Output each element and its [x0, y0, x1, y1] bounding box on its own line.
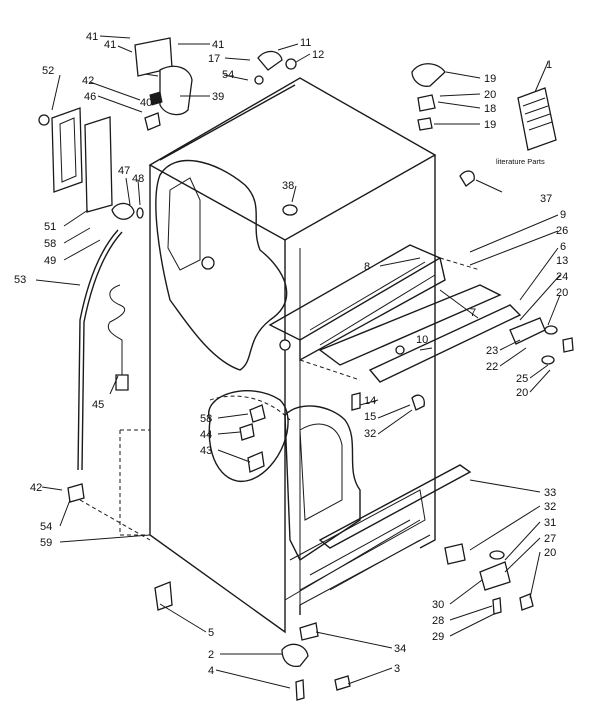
callout-30: 31 [544, 517, 556, 529]
cabinet-body [79, 77, 437, 634]
callout-10: 10 [416, 334, 428, 346]
callout-3: 3 [394, 663, 400, 675]
callout-20-d: 20 [544, 547, 556, 559]
callout-54: 58 [44, 238, 56, 250]
rail-assembly [268, 244, 522, 383]
leader-lines [35, 35, 561, 689]
callout-21: 22 [486, 361, 498, 373]
callout-51: 53 [14, 274, 26, 286]
callout-33: 34 [394, 643, 406, 655]
callout-13: 13 [556, 255, 568, 267]
callout-31: 32 [544, 501, 556, 513]
callout-50: 52 [42, 65, 54, 77]
callout-20-b: 20 [556, 287, 568, 299]
callout-34: 37 [540, 193, 552, 205]
callout-23: 24 [556, 271, 568, 283]
callout-14: 14 [364, 395, 376, 407]
callout-28: 29 [432, 631, 444, 643]
callout-42: 43 [200, 445, 212, 457]
callout-18: 19 [484, 119, 496, 131]
callout-36: 38 [282, 180, 294, 192]
callout-29: 30 [432, 599, 444, 611]
callout-12: 12 [312, 49, 324, 61]
callout-20-a: 20 [484, 89, 496, 101]
callout-48: 49 [44, 255, 56, 267]
control-parts [38, 37, 297, 503]
leveling-parts [154, 390, 351, 701]
callout-38: 40 [140, 97, 152, 109]
callout-24: 25 [516, 373, 528, 385]
hinge-parts [351, 317, 574, 615]
callout-labels: 41 41 41 17 11 12 54 40 39 52 42 46 47 4… [14, 31, 568, 677]
callout-52: 54 [40, 521, 52, 533]
literature-parts-label: literature Parts [496, 157, 545, 166]
callout-37: 39 [212, 91, 224, 103]
callout-25: 26 [556, 225, 568, 237]
callout-2: 2 [208, 649, 214, 661]
callout-17: 18 [484, 103, 496, 115]
callout-41-mid: 42 [82, 75, 94, 87]
callout-40: 41 [104, 39, 116, 51]
callout-26: 27 [544, 533, 556, 545]
callout-59: 59 [40, 537, 52, 549]
base-assembly [289, 464, 472, 615]
callout-53: 54 [222, 69, 234, 81]
callout-45: 46 [84, 91, 96, 103]
callout-5: 5 [208, 627, 214, 639]
callout-44: 45 [92, 399, 104, 411]
callout-8: 8 [364, 261, 370, 273]
callout-41-top: 41 [86, 31, 98, 43]
callout-20-c: 20 [516, 387, 528, 399]
callout-32: 33 [544, 487, 556, 499]
callout-39: 41 [212, 39, 224, 51]
callout-9: 9 [560, 209, 566, 221]
callout-27: 28 [432, 615, 444, 627]
callout-6: 6 [560, 241, 566, 253]
callout-19: 19 [484, 73, 496, 85]
callout-35: 32 [364, 428, 376, 440]
control-knob-parts [282, 63, 557, 216]
callout-47: 48 [132, 173, 144, 185]
callout-16: 17 [208, 53, 220, 65]
callout-58: 58 [200, 413, 212, 425]
callout-46: 47 [118, 165, 130, 177]
callout-22: 23 [486, 345, 498, 357]
callout-1: 1 [546, 59, 552, 71]
callout-7: 7 [470, 307, 476, 319]
callout-49: 51 [44, 221, 56, 233]
callout-43: 44 [200, 429, 212, 441]
callout-41-low: 42 [30, 482, 42, 494]
callout-11: 11 [300, 37, 311, 49]
callout-15: 15 [364, 411, 376, 423]
callout-4: 4 [208, 665, 214, 677]
